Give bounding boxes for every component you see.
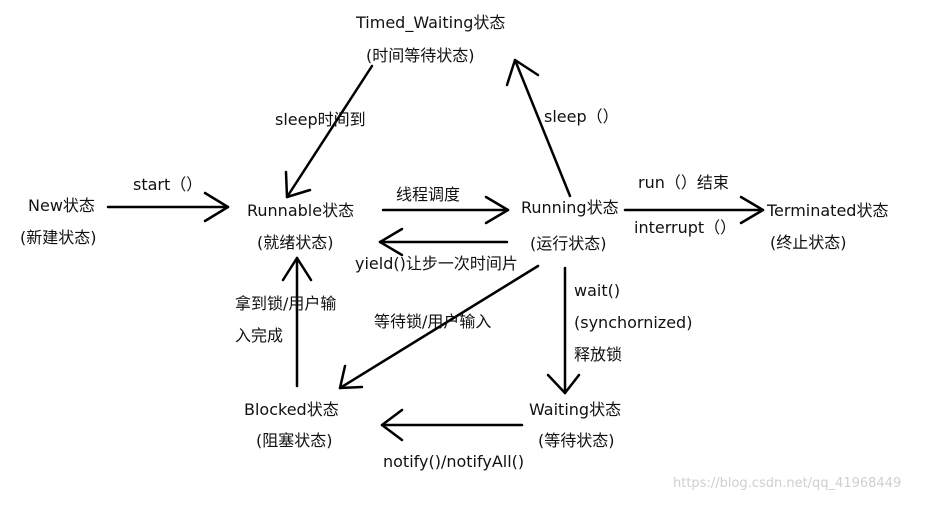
arrow-running-to-blocked [338, 264, 540, 390]
transition-got-lock-label-1: 拿到锁/用户输 [235, 294, 337, 313]
arrow-blocked-to-runnable [281, 256, 313, 388]
state-running-sub: (运行状态) [530, 234, 607, 253]
state-runnable-sub: (就绪状态) [257, 233, 334, 252]
state-waiting-name: Waiting状态 [529, 400, 622, 419]
state-new-sub: (新建状态) [20, 228, 97, 247]
state-timed-waiting-name: Timed_Waiting状态 [356, 13, 506, 32]
arrow-running-to-timed-waiting [505, 58, 572, 198]
arrow-running-to-runnable [378, 227, 509, 257]
transition-wait-label-2: (synchornized) [574, 313, 693, 332]
transition-yield-label: yield()让步一次时间片 [355, 254, 518, 273]
transition-wait-label-1: wait() [574, 281, 621, 300]
transition-start-label: start（） [133, 175, 203, 194]
arrow-running-to-terminated [623, 195, 765, 225]
transition-wait-lock-label: 等待锁/用户输入 [374, 312, 492, 331]
transition-run-end-label: run（）结束 [638, 173, 729, 192]
arrow-new-to-runnable [106, 191, 230, 223]
arrow-running-to-waiting [546, 266, 581, 395]
watermark: https://blog.csdn.net/qq_41968449 [673, 476, 902, 491]
state-terminated-sub: (终止状态) [770, 233, 847, 252]
arrow-runnable-to-running [381, 195, 510, 225]
transition-got-lock-label-2: 入完成 [235, 326, 284, 345]
state-runnable-name: Runnable状态 [247, 201, 355, 220]
state-running-name: Running状态 [521, 198, 619, 217]
arrow-timed-waiting-to-runnable [284, 64, 374, 199]
transition-notify-label: notify()/notifyAll() [383, 452, 525, 471]
state-blocked-name: Blocked状态 [244, 400, 339, 419]
transition-sleep-done-label: sleep时间到 [275, 110, 366, 129]
transition-wait-label-3: 释放锁 [574, 345, 623, 364]
state-terminated-name: Terminated状态 [767, 201, 889, 220]
arrow-waiting-to-blocked [380, 408, 524, 442]
state-blocked-sub: (阻塞状态) [256, 431, 333, 450]
state-new-name: New状态 [28, 196, 95, 215]
state-timed-waiting-sub: (时间等待状态) [366, 46, 475, 65]
transition-interrupt-label: interrupt（） [634, 218, 737, 237]
state-waiting-sub: (等待状态) [538, 431, 615, 450]
transition-schedule-label: 线程调度 [396, 185, 461, 204]
transition-sleep-label: sleep（） [544, 107, 619, 126]
